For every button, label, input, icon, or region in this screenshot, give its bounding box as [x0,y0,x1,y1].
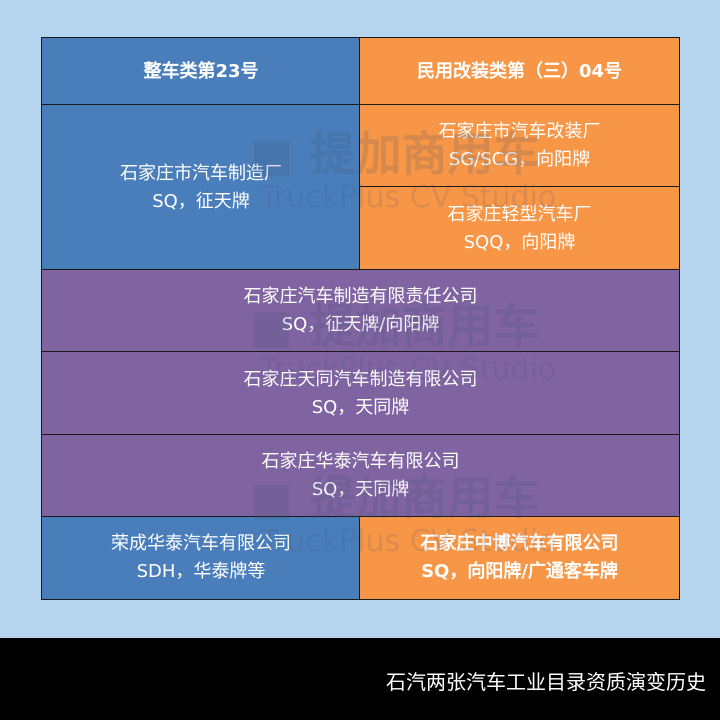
table-row: 石家庄天同汽车制造有限公司 SQ，天同牌 [41,351,680,436]
table-row: 石家庄轻型汽车厂 SQQ，向阳牌 [359,186,680,271]
table-row: 荣成华泰汽车有限公司 SDH，华泰牌等 [41,516,361,600]
table-row: 石家庄汽车制造有限责任公司 SQ，征天牌/向阳牌 [41,269,680,353]
header-left-label: 整车类第23号 [143,60,259,82]
caption: 石汽两张汽车工业目录资质演变历史 [386,670,706,694]
caption-bar: 石汽两张汽车工业目录资质演变历史 [0,638,720,720]
header-vehicle-category: 整车类第23号 [41,37,361,106]
company-name: 石家庄轻型汽车厂 [447,203,592,225]
company-name: 石家庄天同汽车制造有限公司 [243,368,478,390]
header-right-label: 民用改装类第（三）04号 [416,60,623,82]
company-name: 石家庄市汽车改装厂 [438,121,601,142]
company-brand: SQ，天同牌 [311,396,410,418]
company-brand: SQ，征天牌/向阳牌 [281,314,440,335]
company-brand: SDH，华泰牌等 [136,561,266,582]
company-brand: SQ，征天牌 [152,190,250,212]
company-brand: SQ，向阳牌/广通客车牌 [421,561,618,582]
company-brand: SQQ，向阳牌 [463,231,576,253]
company-name: 荣成华泰汽车有限公司 [111,533,291,554]
company-name: 石家庄华泰汽车有限公司 [261,451,460,472]
company-name: 石家庄中博汽车有限公司 [420,533,619,554]
table-row: 石家庄市汽车改装厂 SG/SCG，向阳牌 [359,104,680,188]
table-row: 石家庄市汽车制造厂 SQ，征天牌 [41,104,361,271]
company-brand: SQ，天同牌 [311,479,410,500]
header-modified-category: 民用改装类第（三）04号 [359,37,680,106]
company-name: 石家庄市汽车制造厂 [120,162,282,184]
company-name: 石家庄汽车制造有限责任公司 [243,286,478,307]
table-row: 石家庄中博汽车有限公司 SQ，向阳牌/广通客车牌 [359,516,680,600]
table-row: 石家庄华泰汽车有限公司 SQ，天同牌 [41,434,680,518]
company-brand: SG/SCG，向阳牌 [448,149,591,170]
